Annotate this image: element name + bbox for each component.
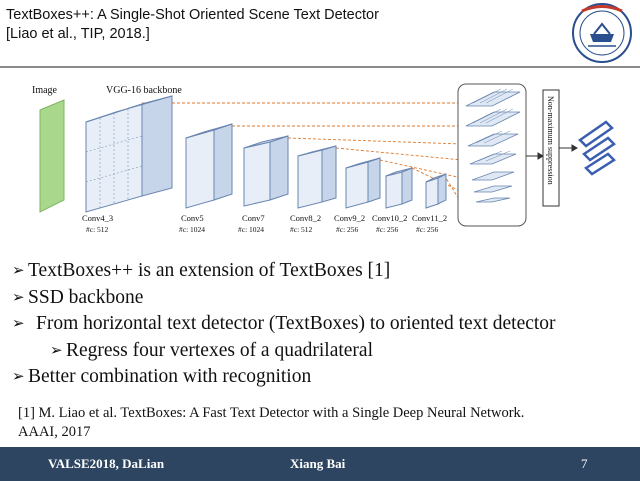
title-line-2: [Liao et al., TIP, 2018.] xyxy=(6,26,150,42)
bullet-list: ➢TextBoxes++ is an extension of TextBoxe… xyxy=(12,258,632,391)
layer-channels-6: #c: 256 xyxy=(416,225,439,234)
bullet-text: SSD backbone xyxy=(28,286,144,308)
layer-channels-5: #c: 256 xyxy=(376,225,399,234)
title-divider xyxy=(0,66,640,68)
conv9-2-block xyxy=(345,157,381,209)
stack-to-nms-arrow xyxy=(526,152,544,160)
layer-channels-4: #c: 256 xyxy=(336,225,359,234)
layer-channels-2: #c: 1024 xyxy=(238,225,264,234)
bullet-text: From horizontal text detector (TextBoxes… xyxy=(36,313,556,334)
page-number: 7 xyxy=(581,456,588,471)
reference-line-1: [1] M. Liao et al. TextBoxes: A Fast Tex… xyxy=(18,405,525,421)
prediction-grid-lines xyxy=(472,88,514,162)
conv11-2-block xyxy=(425,173,447,209)
layer-name-0: Conv4_3 xyxy=(82,213,113,223)
arrow-bullet-icon: ➢ xyxy=(50,342,63,359)
backbone-label: VGG-16 backbone xyxy=(106,85,182,96)
university-logo xyxy=(572,3,632,63)
bullet-text: TextBoxes++ is an extension of TextBoxes… xyxy=(28,260,391,281)
image-label: Image xyxy=(32,85,58,96)
arrow-bullet-icon: ➢ xyxy=(12,263,25,279)
bullet-item: ➢ From horizontal text detector (TextBoxe… xyxy=(12,311,632,338)
nms-label: Non-maximum suppression xyxy=(546,96,555,185)
sub-bullet-item: ➢Regress four vertexes of a quadrilatera… xyxy=(12,338,632,365)
conv5-block xyxy=(185,123,233,209)
output-detections xyxy=(578,120,616,176)
layer-channels-1: #c: 1024 xyxy=(179,225,205,234)
layer-channels-0: #c: 512 xyxy=(86,225,109,234)
prediction-grids xyxy=(465,91,521,203)
bullet-text: Regress four vertexes of a quadrilateral xyxy=(66,339,373,361)
nms-to-output-arrow xyxy=(559,144,578,152)
conv4-3-block xyxy=(85,95,173,213)
layer-name-5: Conv10_2 xyxy=(372,213,407,223)
slide-title: TextBoxes++: A Single-Shot Oriented Scen… xyxy=(6,6,379,44)
input-image xyxy=(39,99,65,213)
arrow-bullet-icon: ➢ xyxy=(12,316,25,332)
conv7-block xyxy=(243,135,289,207)
layer-name-4: Conv9_2 xyxy=(334,213,365,223)
layer-name-2: Conv7 xyxy=(242,213,265,223)
bullet-item: ➢TextBoxes++ is an extension of TextBoxe… xyxy=(12,258,632,285)
reference-line-2: AAAI, 2017 xyxy=(18,424,91,440)
arrow-bullet-icon: ➢ xyxy=(12,289,25,306)
arrow-bullet-icon: ➢ xyxy=(12,369,25,385)
bullet-text: Better combination with recognition xyxy=(28,366,312,387)
layer-channels-3: #c: 512 xyxy=(290,225,313,234)
footer-bar: VALSE2018, DaLian Xiang Bai 7 xyxy=(0,447,640,481)
architecture-diagram: Image VGG-16 backbone xyxy=(32,83,616,234)
conv8-2-block xyxy=(297,145,337,209)
footer-event: VALSE2018, DaLian xyxy=(48,456,165,471)
bullet-item: ➢SSD backbone xyxy=(12,285,632,312)
bullet-item: ➢Better combination with recognition xyxy=(12,364,632,391)
title-line-1: TextBoxes++: A Single-Shot Oriented Scen… xyxy=(6,7,379,23)
reference: [1] M. Liao et al. TextBoxes: A Fast Tex… xyxy=(18,404,618,442)
layer-name-1: Conv5 xyxy=(181,213,204,223)
footer-author: Xiang Bai xyxy=(290,456,346,471)
conv10-2-block xyxy=(385,167,413,209)
layer-name-3: Conv8_2 xyxy=(290,213,321,223)
layer-name-6: Conv11_2 xyxy=(412,213,447,223)
